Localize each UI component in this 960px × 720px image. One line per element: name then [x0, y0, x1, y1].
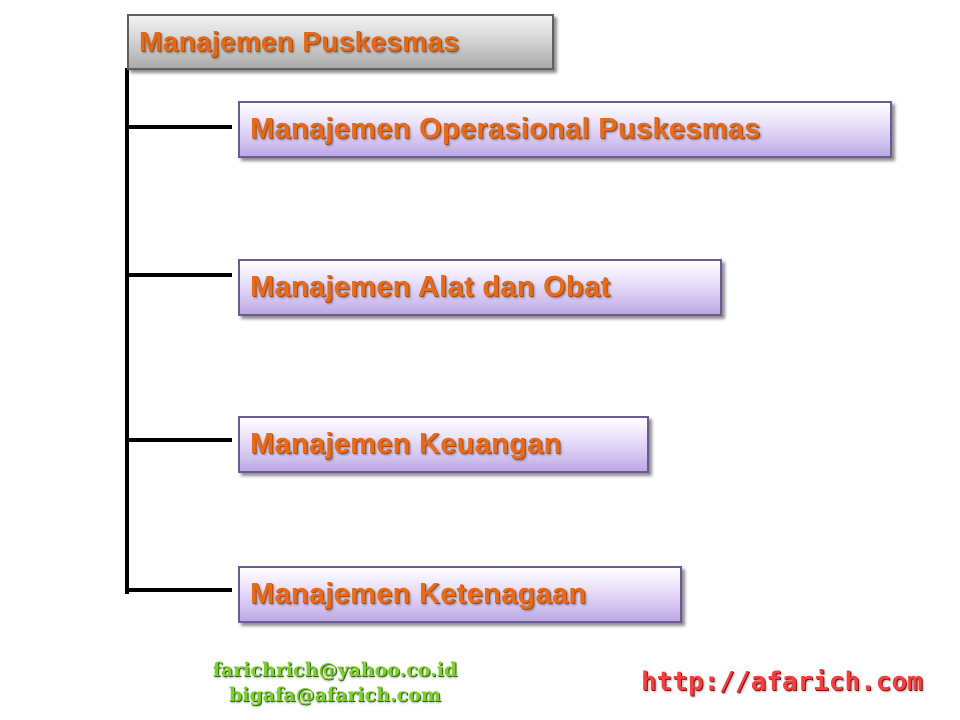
- root-node-label: Manajemen Puskesmas: [139, 26, 460, 57]
- node-manajemen-operasional-puskesmas: Manajemen Operasional Puskesmas: [238, 101, 892, 158]
- branch-connector-alat-obat: [125, 273, 232, 277]
- email-text: bigafa@afarich.com: [229, 684, 441, 706]
- node-label: Manajemen Ketenagaan: [250, 578, 587, 610]
- node-label: Manajemen Operasional Puskesmas: [250, 113, 761, 145]
- branch-connector-operasional: [125, 125, 232, 129]
- footer-contact-emails: farichrich@yahoo.co.id bigafa@afarich.co…: [180, 658, 490, 708]
- root-node: Manajemen Puskesmas: [127, 14, 554, 70]
- node-label: Manajemen Alat dan Obat: [250, 271, 611, 303]
- node-manajemen-alat-dan-obat: Manajemen Alat dan Obat: [238, 259, 722, 316]
- tree-trunk-connector: [125, 68, 129, 594]
- email-text: farichrich@yahoo.co.id: [212, 659, 458, 681]
- branch-connector-ketenagaan: [125, 588, 232, 592]
- website-url: http://afarich.com: [641, 667, 923, 697]
- node-manajemen-ketenagaan: Manajemen Ketenagaan: [238, 566, 682, 623]
- node-label: Manajemen Keuangan: [250, 428, 562, 460]
- branch-connector-keuangan: [125, 438, 232, 442]
- node-manajemen-keuangan: Manajemen Keuangan: [238, 416, 649, 473]
